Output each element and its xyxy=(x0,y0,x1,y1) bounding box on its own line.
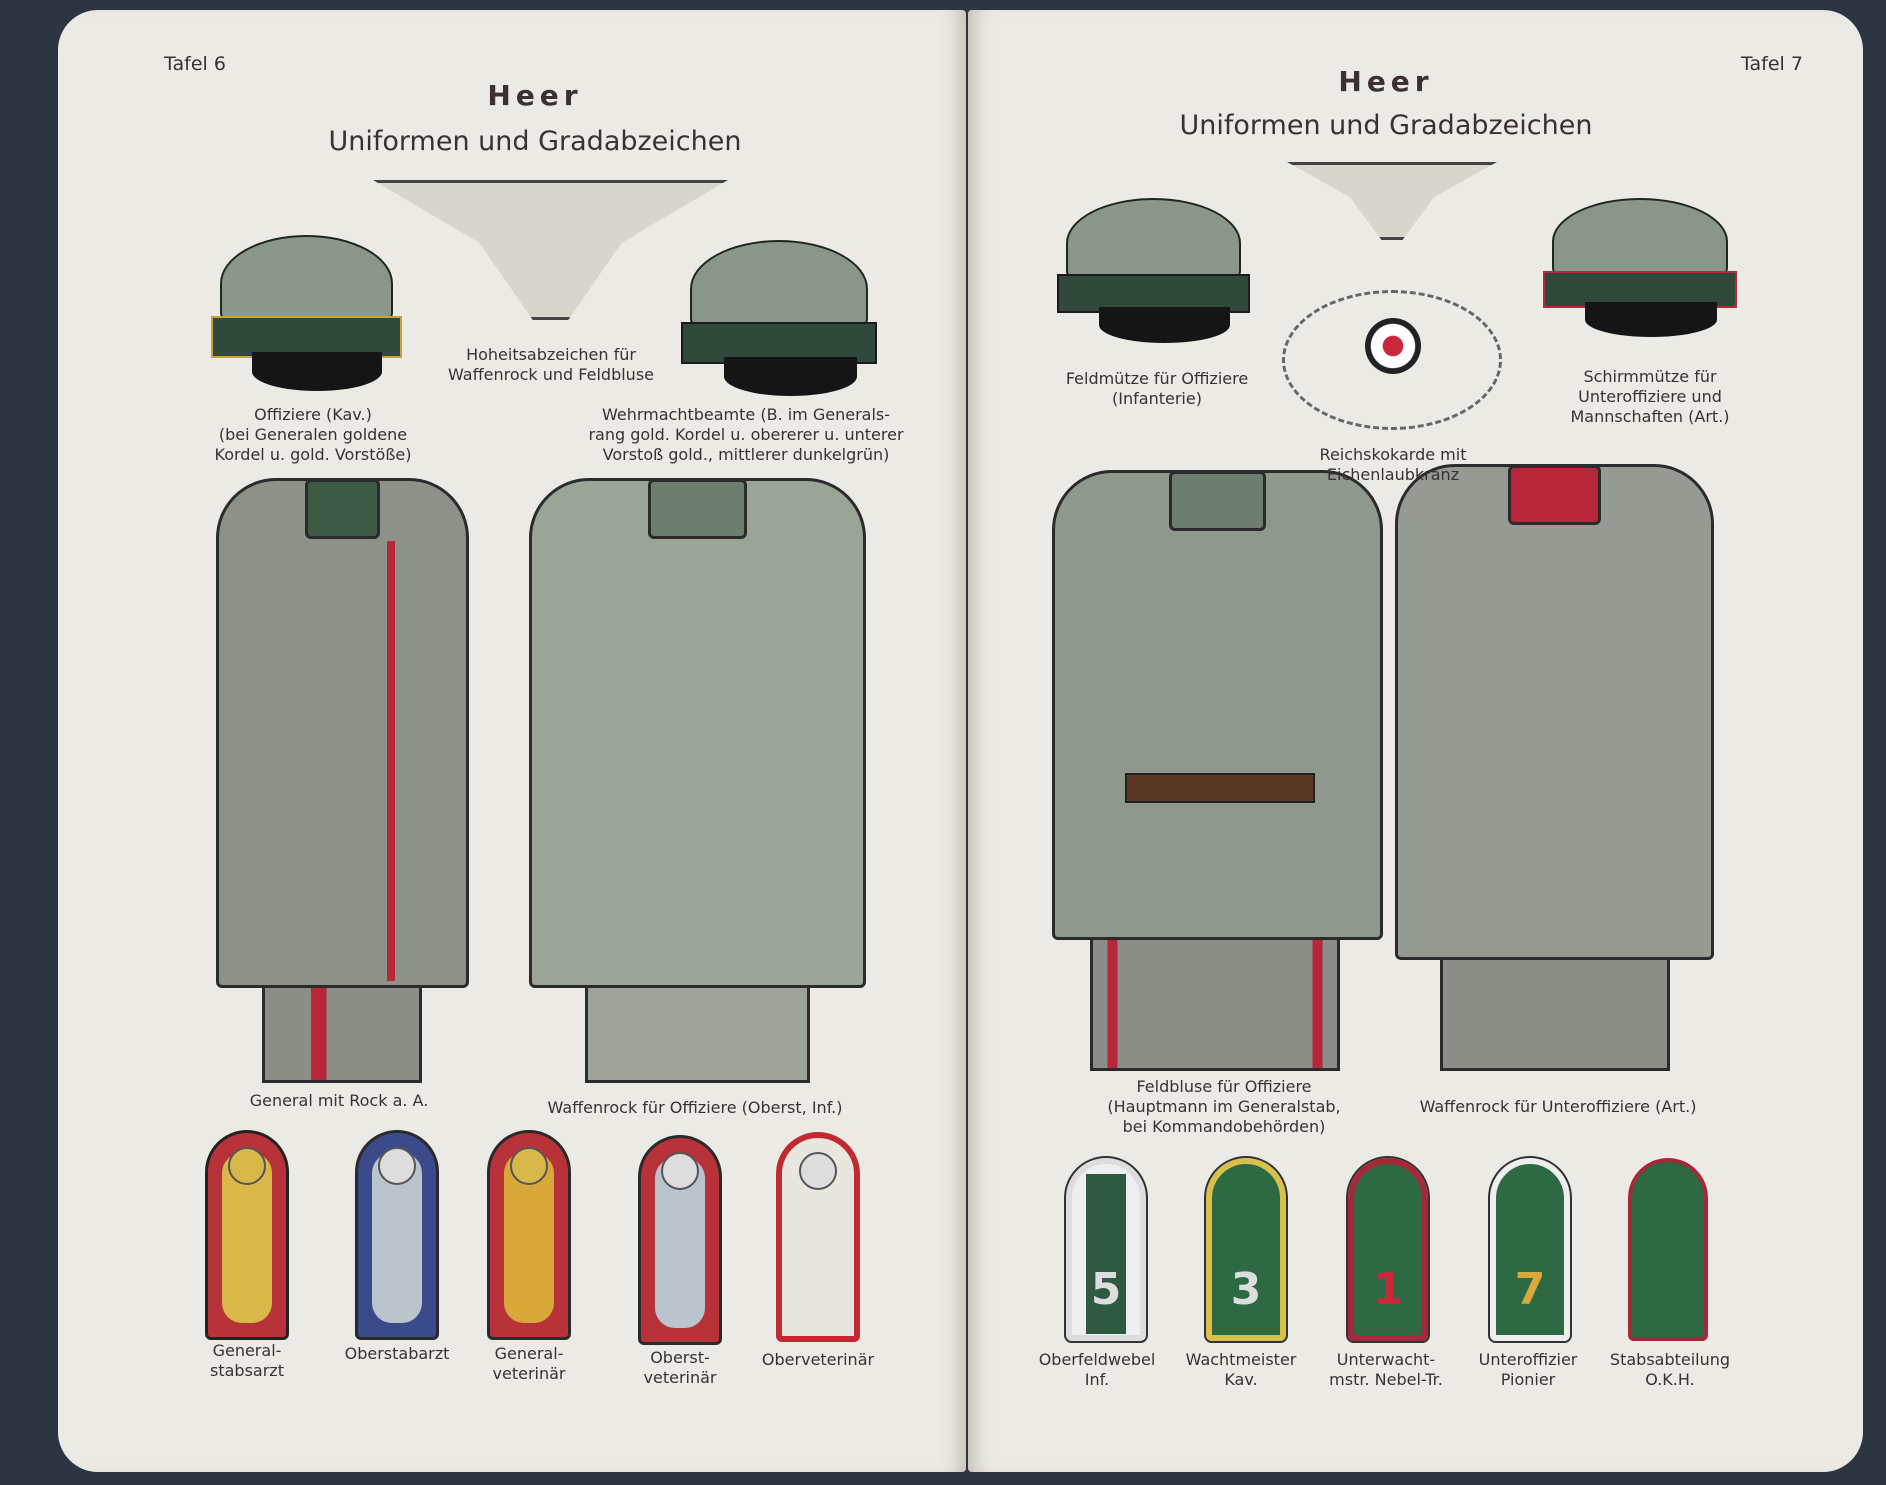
shoulder-board-unteroffizier: 7 xyxy=(1488,1156,1572,1343)
fieldblouse-illustration xyxy=(1052,470,1383,940)
shoulder-board-oberveterinaer xyxy=(776,1132,860,1342)
caption-officer-uniform: Waffenrock für Offiziere (Oberst, Inf.) xyxy=(547,1098,843,1117)
shoulder-board-generalveterinaer xyxy=(487,1130,571,1340)
oak-leaf-wreath-icon xyxy=(1282,290,1502,430)
nco-trousers xyxy=(1440,950,1670,1071)
general-trousers xyxy=(262,980,422,1083)
board-label: Oberstabarzt xyxy=(344,1344,450,1363)
board-label: Oberveterinär xyxy=(761,1350,875,1369)
board-label: General-veterinär xyxy=(492,1344,566,1383)
shoulder-board-oberstveterinaer xyxy=(638,1135,722,1345)
page-heading-left: Heer xyxy=(487,79,583,112)
caption-field-cap: Feldmütze für Offiziere(Infanterie) xyxy=(1065,369,1249,408)
page-heading-right: Heer xyxy=(1338,65,1434,98)
page-subtitle-left: Uniformen und Gradabzeichen xyxy=(328,126,742,157)
officer-trousers xyxy=(585,985,810,1083)
caption-general-uniform: General mit Rock a. A. xyxy=(249,1091,429,1110)
caption-nco-uniform: Waffenrock für Unteroffiziere (Art.) xyxy=(1419,1097,1697,1116)
field-cap-illustration xyxy=(1044,198,1263,349)
fieldblouse-trousers xyxy=(1090,935,1340,1071)
official-cap-illustration xyxy=(668,240,890,403)
shoulder-board-wachtmeister: 3 xyxy=(1204,1156,1288,1343)
shoulder-board-stabsabteilung xyxy=(1628,1158,1708,1341)
officer-tunic-illustration xyxy=(529,478,866,988)
caption-official-cap: Wehrmachtbeamte (B. im Generals-rang gol… xyxy=(588,405,904,464)
peaked-cap-illustration xyxy=(1530,198,1750,343)
board-label: Unterwacht-mstr. Nebel-Tr. xyxy=(1329,1350,1443,1389)
general-tunic-illustration xyxy=(216,478,469,988)
shoulder-board-oberstabarzt xyxy=(355,1130,439,1340)
page-subtitle-right: Uniformen und Gradabzeichen xyxy=(1179,110,1593,141)
plate-number-left: Tafel 6 xyxy=(164,53,226,75)
shoulder-board-unterwachtmeister: 1 xyxy=(1346,1156,1430,1343)
board-label: Oberst-veterinär xyxy=(643,1348,717,1387)
cockade-icon xyxy=(1365,318,1421,374)
caption-fieldblouse: Feldbluse für Offiziere(Hauptmann im Gen… xyxy=(1107,1077,1341,1136)
board-label: General-stabsarzt xyxy=(210,1341,284,1380)
plate-number-right: Tafel 7 xyxy=(1741,53,1803,75)
officer-cap-illustration xyxy=(198,235,415,397)
shoulder-board-generalstabsarzt xyxy=(205,1130,289,1340)
shoulder-board-oberfeldwebel: 5 xyxy=(1064,1156,1148,1343)
nco-tunic-illustration xyxy=(1395,464,1714,960)
